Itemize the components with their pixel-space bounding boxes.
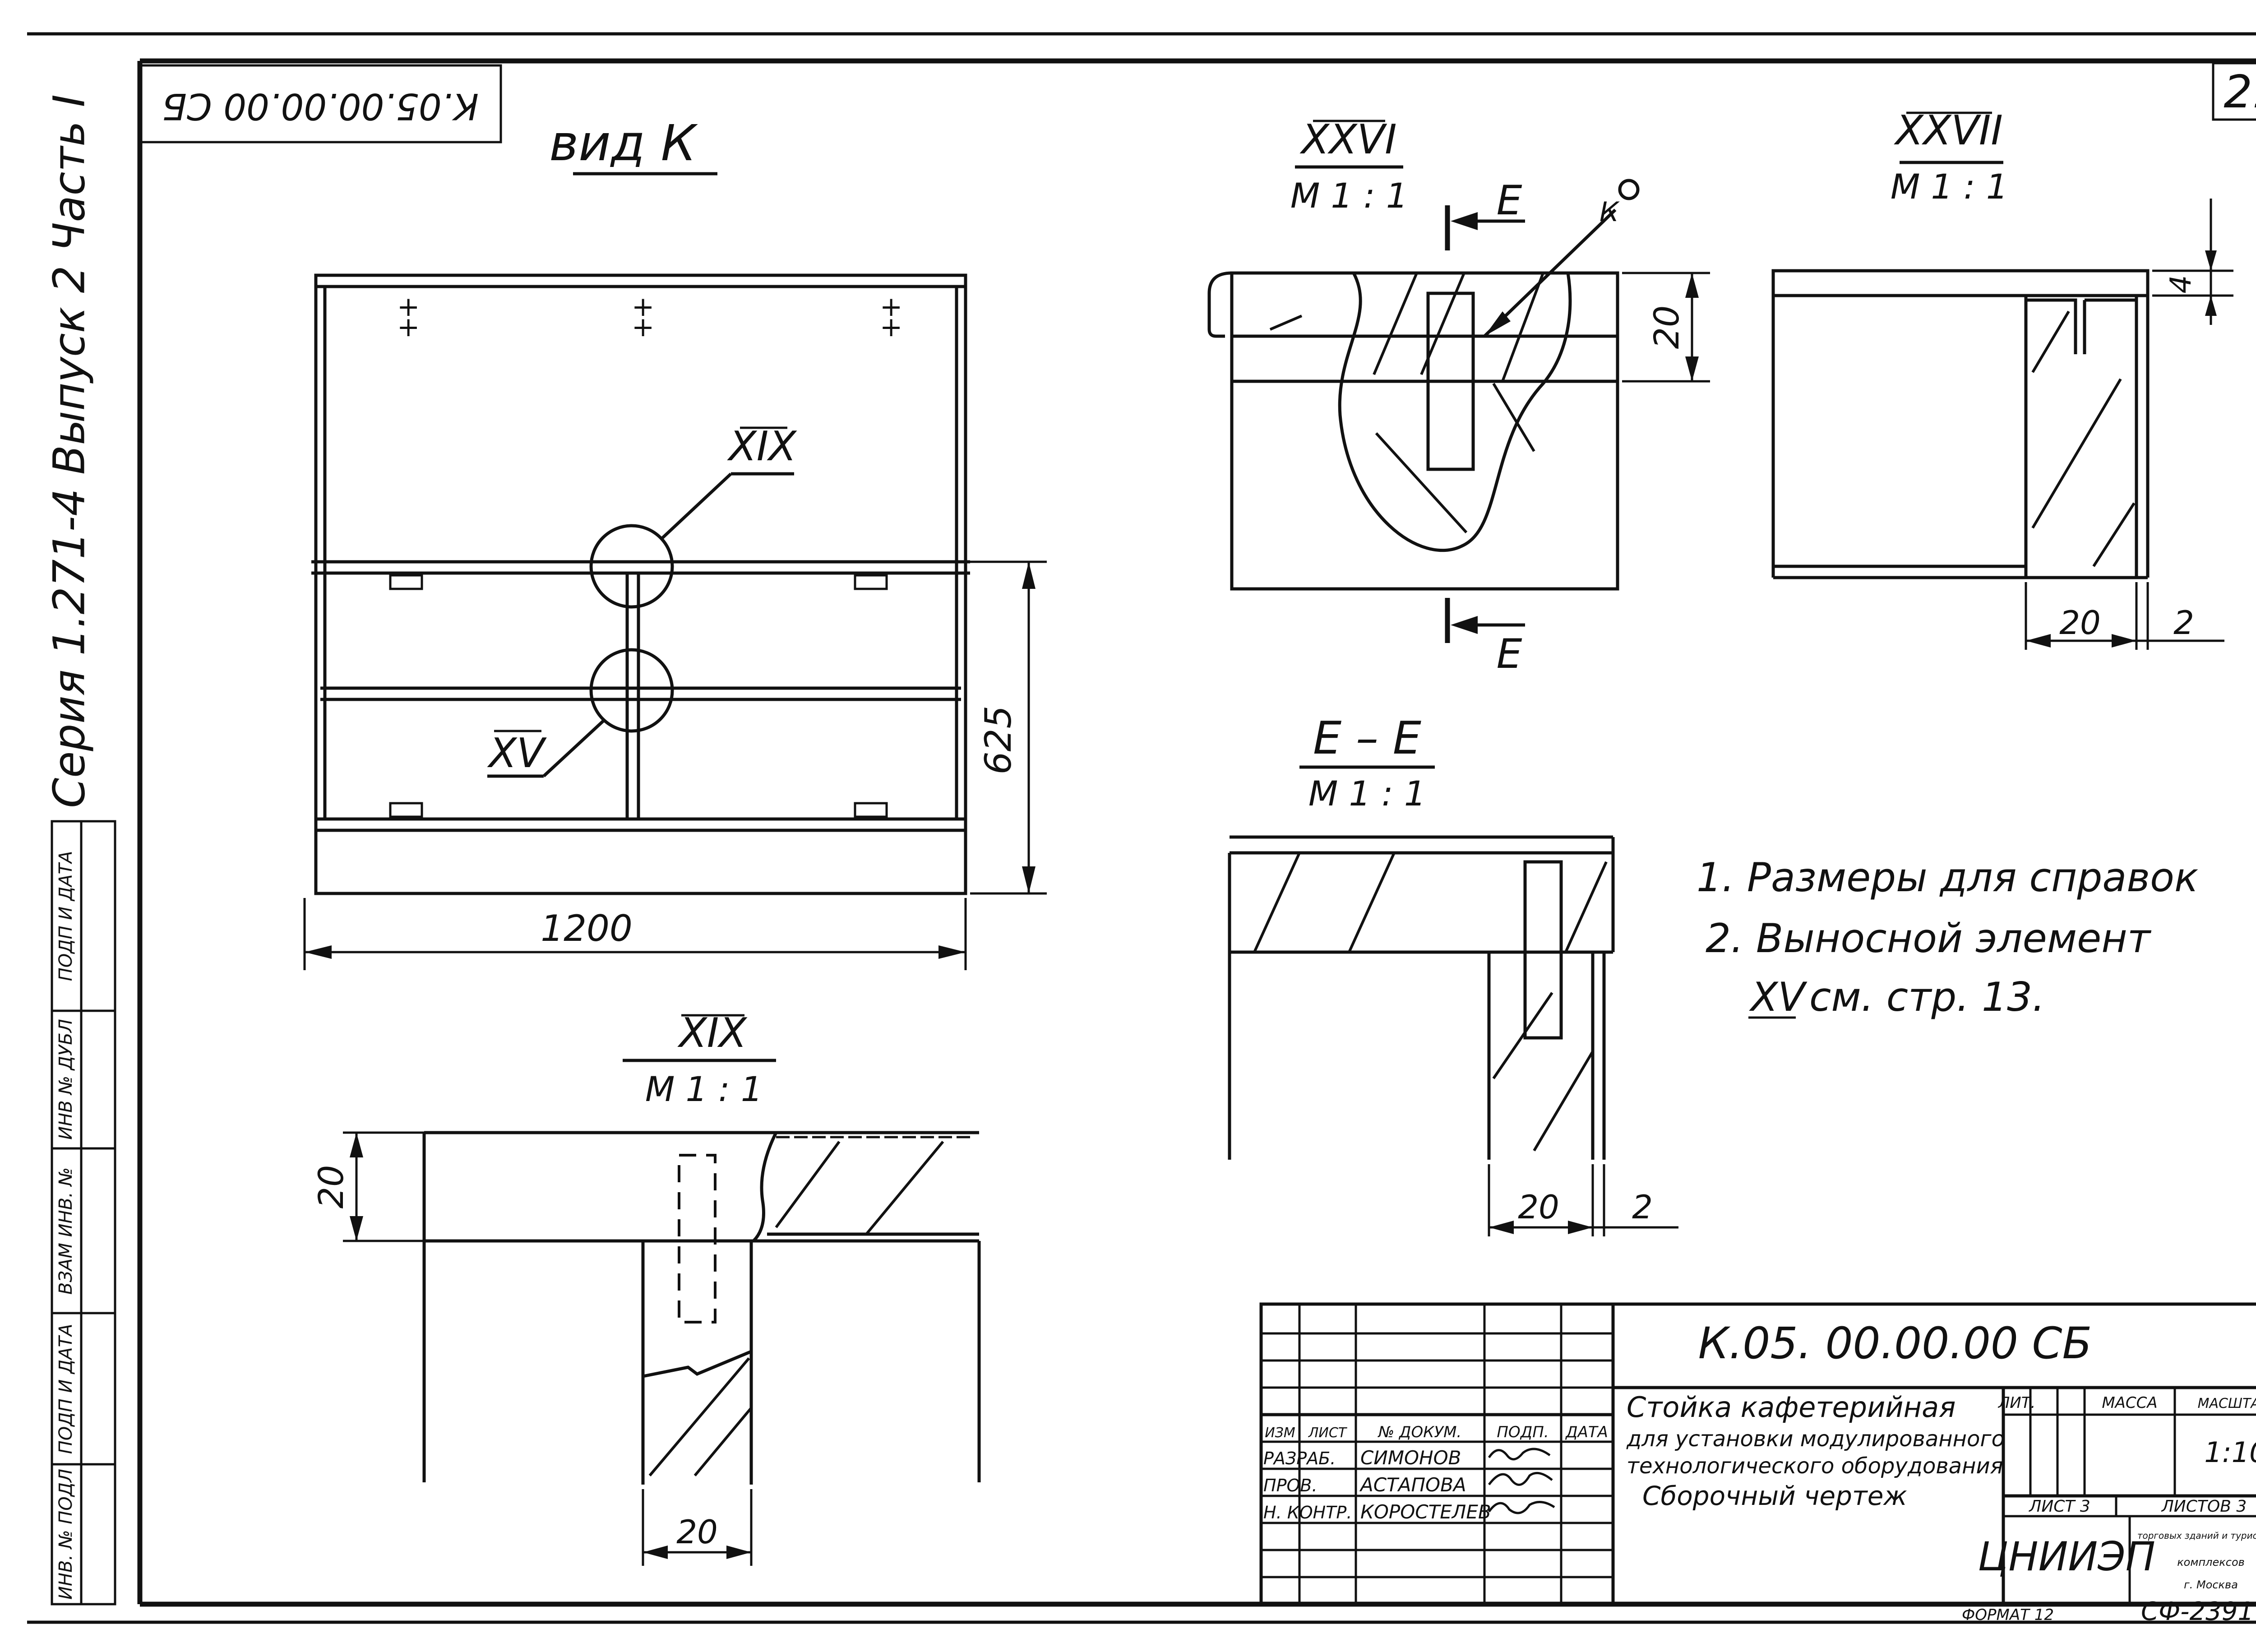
signature-1 [1488, 1448, 1551, 1461]
dim-625: 625 [977, 706, 1019, 775]
view-k: вид К + + + + + + XIX XV [303, 114, 1047, 970]
xxvi-section-bottom: Е [1497, 630, 1522, 678]
callout-xv: XV [487, 730, 547, 777]
tb-org-line-1: торговых зданий и туристских [2137, 1530, 2256, 1541]
svg-text:+: + [880, 311, 902, 343]
callout-xix: XIX [727, 423, 797, 470]
tb-org-line-3: г. Москва [2184, 1578, 2238, 1591]
svg-text:+: + [632, 291, 654, 323]
format-label: ФОРМАТ 12 [1962, 1606, 2054, 1624]
tb-org-logo: ЦНИИЭП [1978, 1533, 2155, 1580]
tb-lit: ЛИТ. [1997, 1394, 2036, 1412]
tb-sheets: ЛИСТОВ 3 [2161, 1497, 2247, 1516]
view-ee: Е – Е М 1 : 1 20 2 [1228, 712, 1678, 1236]
tb-name-astapova: АСТАПОВА [1359, 1474, 1466, 1496]
tb-header-list: ЛИСТ [1308, 1425, 1348, 1441]
tb-header-data: ДАТА [1565, 1423, 1608, 1441]
tb-title-4: Сборочный чертеж [1642, 1481, 1907, 1511]
tb-title-2: для установки модулированного [1626, 1426, 2005, 1452]
page-number-box: 21 [2212, 62, 2256, 121]
rotated-code-box: К.05.00.00.00 СБ [139, 64, 502, 143]
tb-title-1: Стойка кафетерийная [1627, 1391, 1956, 1424]
tb-header-podp: ПОДП. [1497, 1423, 1549, 1441]
view-xxvii: XXVII М 1 : 1 4 20 2 [1771, 107, 2233, 650]
xix-dim-20-width: 20 [676, 1513, 718, 1551]
xxvi-leader-mark: К [1600, 196, 1620, 228]
tb-header-doc: № ДОКУМ. [1378, 1423, 1462, 1441]
note-3-rest: см. стр. 13. [1809, 974, 2045, 1020]
tb-scale-label: МАСШТАБ [2198, 1396, 2256, 1411]
xxvii-label: XXVII [1894, 107, 2003, 154]
tb-sheet: ЛИСТ 3 [2028, 1497, 2090, 1516]
signature-2 [1488, 1472, 1553, 1486]
tb-role-nkontr: Н. КОНТР. [1263, 1503, 1352, 1522]
ee-scale: М 1 : 1 [1308, 773, 1426, 814]
svg-text:+: + [632, 311, 654, 343]
strip-vzam: ВЗАМ ИНВ. № [55, 1167, 76, 1295]
view-xxvi: XXVI М 1 : 1 К Е Е 20 [1207, 116, 1710, 678]
rotated-code: К.05.00.00.00 СБ [162, 85, 479, 127]
tb-role-razrab: РАЗРАБ. [1263, 1448, 1336, 1468]
strip-inv-podl: ИНВ. № ПОДЛ [55, 1469, 76, 1600]
ee-dim-2: 2 [1632, 1188, 1653, 1226]
notes: 1. Размеры для справок 2. Выносной элеме… [1697, 854, 2198, 1020]
tb-code: К.05. 00.00.00 СБ [1698, 1318, 2092, 1369]
ee-dim-20: 20 [1518, 1188, 1559, 1226]
series-title: Серия 1.271-4 Выпуск 2 Часть I [44, 94, 94, 808]
xix-dim-20-height: 20 [311, 1165, 351, 1209]
page-number: 21 [2224, 65, 2256, 118]
note-2: 2. Выносной элемент [1706, 915, 2152, 962]
svg-text:+: + [397, 311, 420, 343]
tb-role-prov: ПРОВ. [1263, 1476, 1318, 1495]
xxvii-dim-20: 20 [2059, 604, 2101, 642]
xix-scale: М 1 : 1 [645, 1069, 763, 1109]
tb-mass: МАССА [2102, 1394, 2157, 1412]
note-1: 1. Размеры для справок [1697, 854, 2198, 901]
title-block: К.05. 00.00.00 СБ Стойка кафетерийная дл… [1259, 1302, 2256, 1606]
view-k-label: вид К [549, 114, 698, 172]
strip-inv-dubl: ИНВ № ДУБЛ [55, 1019, 76, 1140]
tb-name-korostelev: КОРОСТЕЛЕВ [1360, 1501, 1491, 1523]
dim-1200: 1200 [541, 907, 633, 949]
tb-title-3: технологического оборудования [1627, 1453, 2003, 1479]
view-xix: XIX М 1 : 1 20 20 [311, 1009, 981, 1566]
signature-3 [1488, 1501, 1555, 1514]
tb-name-simonov: СИМОНОВ [1360, 1447, 1461, 1469]
xxvi-section-top: Е [1497, 177, 1522, 224]
tb-org-line-2: комплексов [2177, 1556, 2245, 1569]
xxvii-dim-2: 2 [2173, 604, 2194, 642]
ee-label: Е – Е [1313, 712, 1421, 764]
note-3-ref: XV [1749, 974, 1808, 1020]
left-strip: ИНВ. № ПОДЛ ПОДП И ДАТА ВЗАМ ИНВ. № ИНВ … [51, 820, 116, 1606]
tb-header-izm: ИЗМ [1265, 1425, 1295, 1441]
tb-scale-value: 1:10 [2204, 1436, 2256, 1469]
strip-podp-2: ПОДП И ДАТА [55, 851, 76, 981]
xxvii-dim-4: 4 [2164, 275, 2198, 294]
xxvi-scale: М 1 : 1 [1290, 176, 1408, 216]
doc-number: СФ-2391 [2141, 1597, 2254, 1626]
xix-label: XIX [677, 1009, 748, 1057]
svg-text:+: + [397, 291, 420, 323]
xxvi-label: XXVI [1299, 116, 1396, 163]
strip-podp-1: ПОДП И ДАТА [55, 1324, 76, 1454]
xxvi-dim-20: 20 [1646, 305, 1687, 349]
svg-text:+: + [880, 291, 902, 323]
xxvii-scale: М 1 : 1 [1891, 167, 2008, 207]
